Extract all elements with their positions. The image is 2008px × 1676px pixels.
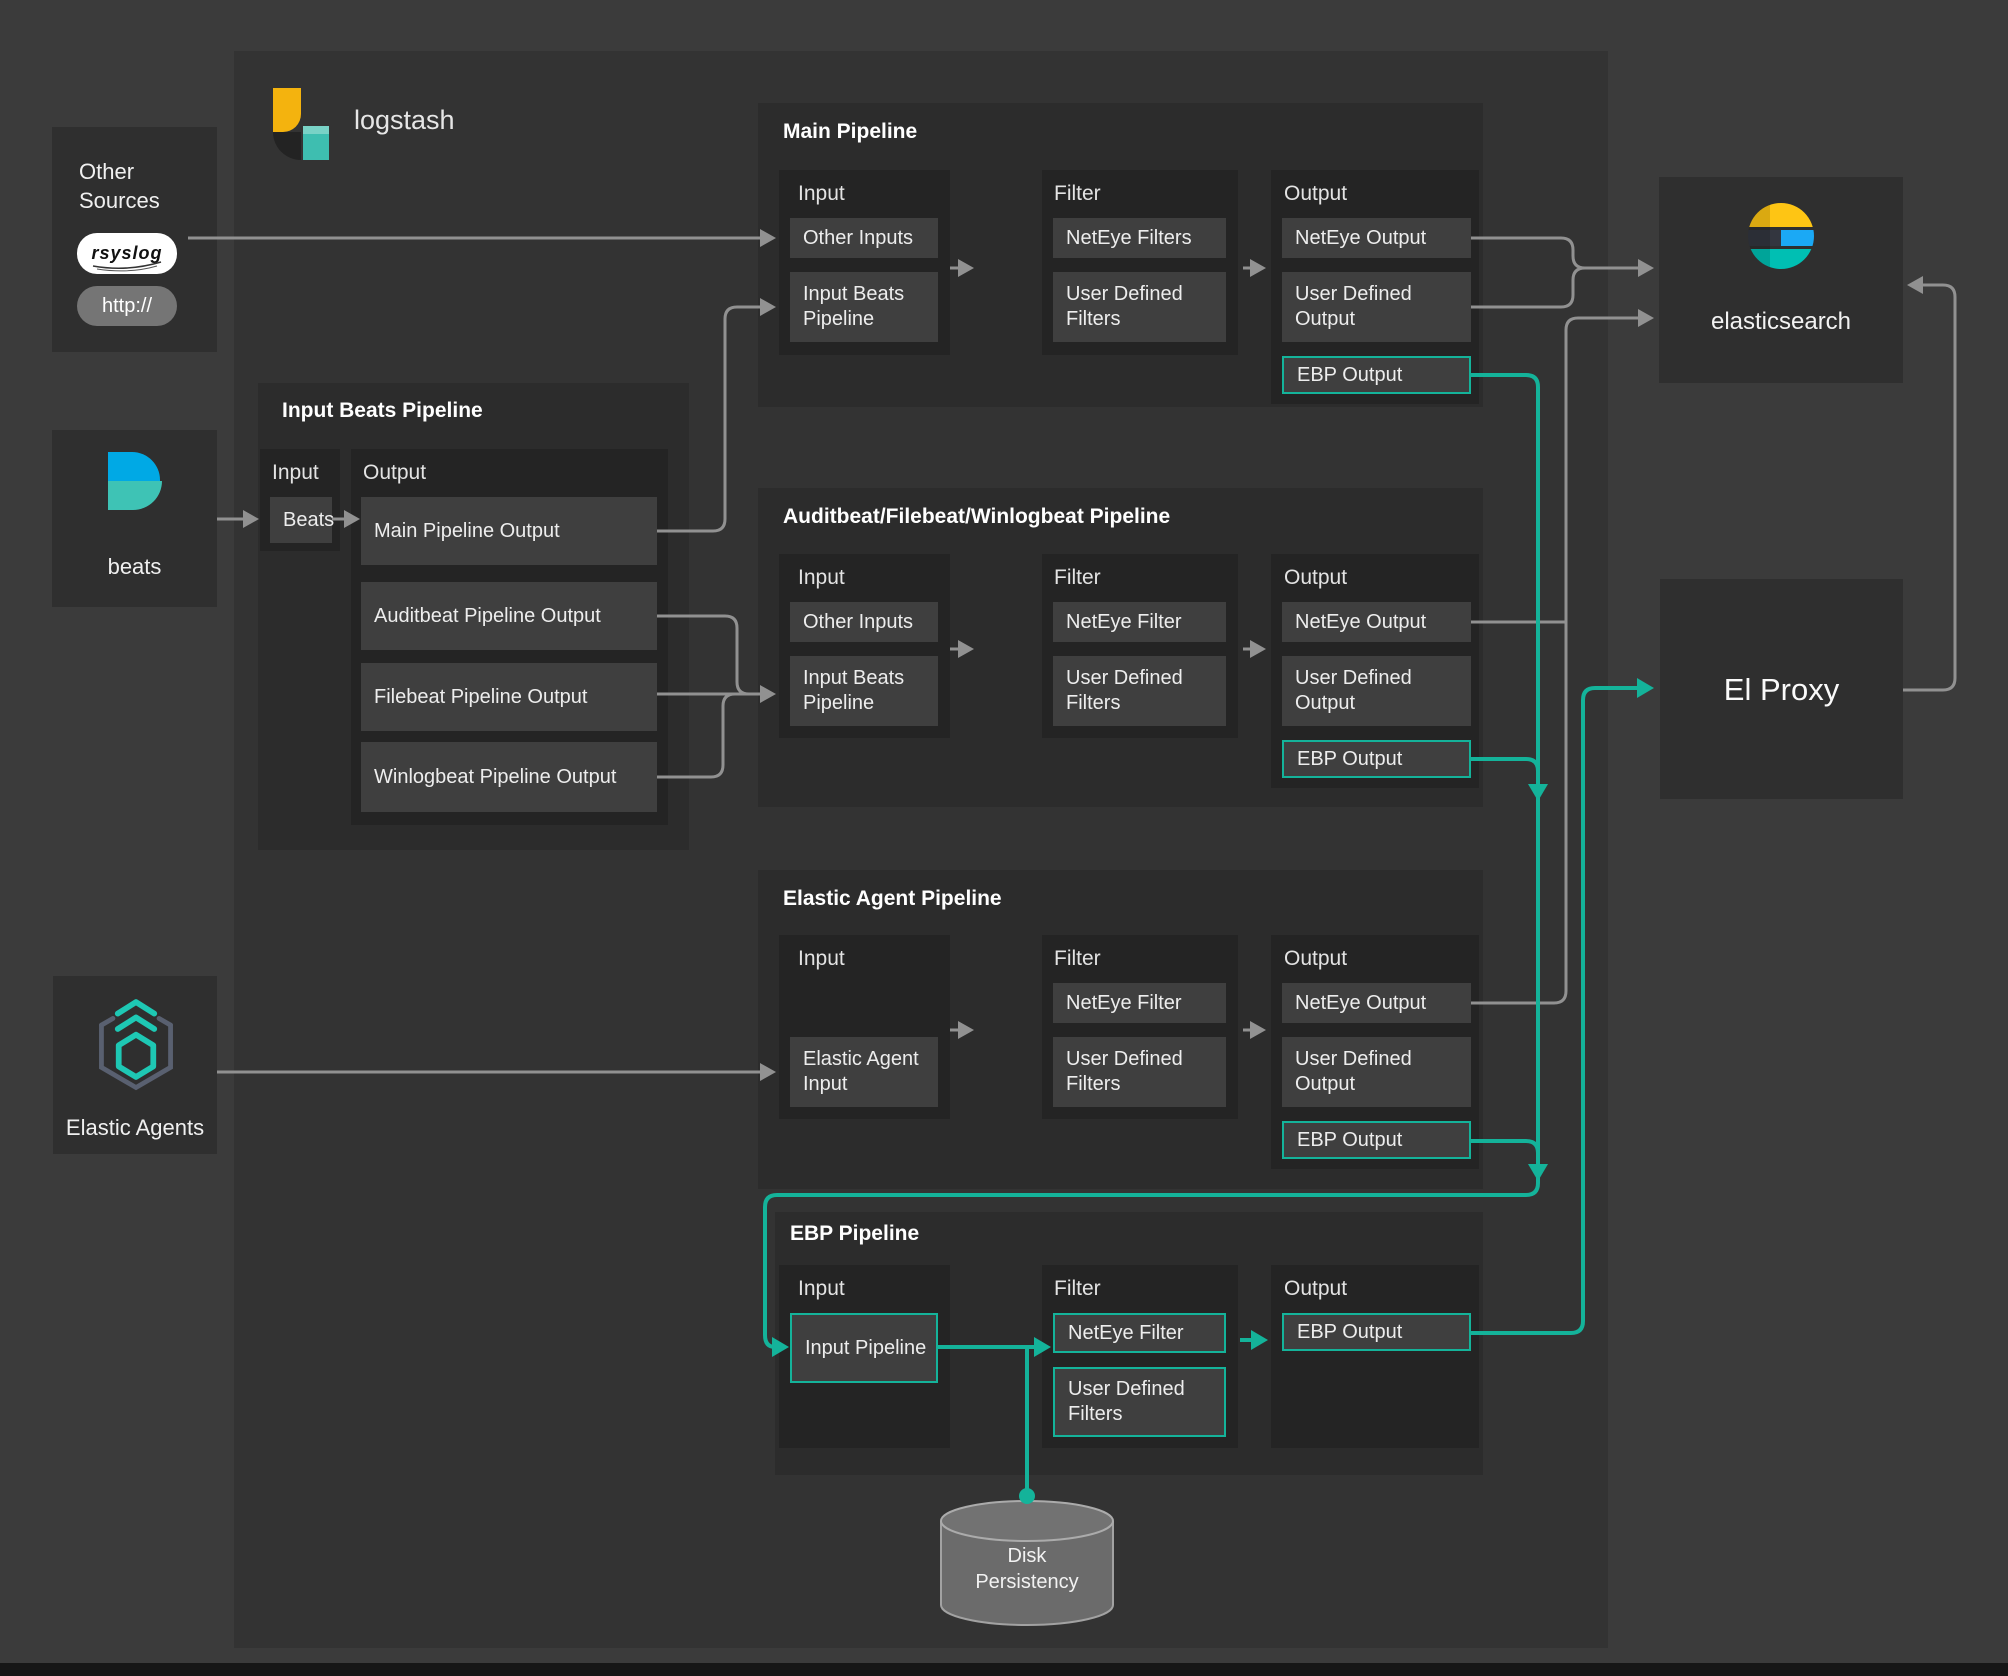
bottom-strip	[0, 1663, 2008, 1676]
ebp-input-header: Input	[798, 1277, 845, 1300]
main-pipeline-title: Main Pipeline	[783, 120, 918, 143]
other-sources-box: Other Sources rsyslog http://	[52, 127, 217, 352]
beats-label: beats	[107, 554, 162, 579]
main-item-other-inputs: Other Inputs	[790, 218, 938, 258]
main-input-header: Input	[798, 182, 845, 205]
elasticsearch-logo-icon	[1748, 203, 1814, 269]
beats-group-item-input-beats-pipeline: Input Beats Pipeline	[790, 656, 938, 726]
rsyslog-label: rsyslog	[91, 243, 163, 263]
main-item-neteye-filters: NetEye Filters	[1053, 218, 1226, 258]
beats-group-output-header: Output	[1284, 566, 1348, 589]
beats-group-filter-header: Filter	[1054, 566, 1101, 589]
beats-group-item-user-defined-output: User Defined Output	[1282, 656, 1471, 726]
main-item-input-beats-pipeline: Input Beats Pipeline	[790, 272, 938, 342]
ebp-item-neteye-filter: NetEye Filter	[1053, 1313, 1226, 1353]
other-sources-title: Other Sources	[79, 159, 160, 213]
elastic-agents-label: Elastic Agents	[65, 1115, 205, 1140]
elastic-agents-box: Elastic Agents	[53, 976, 217, 1154]
disk-label-line1: Disk	[1007, 1545, 1047, 1567]
ebp-filter-header: Filter	[1054, 1277, 1101, 1300]
elastic-agent-logo-icon	[88, 984, 184, 1096]
arrowhead	[1907, 276, 1923, 294]
beats-group-input-header: Input	[798, 566, 845, 589]
disk-persistency-cylinder	[939, 1495, 1115, 1631]
ebp-pipeline-title: EBP Pipeline	[790, 1222, 920, 1245]
elastic-agent-item-neteye-filter: NetEye Filter	[1053, 983, 1226, 1023]
wire-elproxy-to-elasticsearch	[1903, 283, 1957, 692]
input-beats-item-beats: Beats	[270, 497, 334, 543]
output-item-main-pipeline-output: Main Pipeline Output	[361, 497, 657, 565]
beats-group-pipeline-title: Auditbeat/Filebeat/Winlogbeat Pipeline	[783, 505, 1171, 528]
main-item-user-defined-output: User Defined Output	[1282, 272, 1471, 342]
beats-group-item-ebp-output: EBP Output	[1282, 740, 1471, 778]
rsyslog-logo: rsyslog	[77, 233, 177, 274]
http-label: http://	[101, 294, 153, 317]
beats-logo-icon	[104, 452, 166, 510]
output-item-winlogbeat-pipeline-output: Winlogbeat Pipeline Output	[361, 742, 657, 812]
main-item-neteye-output: NetEye Output	[1282, 218, 1471, 258]
main-output-header: Output	[1284, 182, 1348, 205]
input-beats-pipeline-title: Input Beats Pipeline	[282, 399, 483, 422]
beats-box: beats	[52, 430, 217, 607]
output-item-filebeat-pipeline-output: Filebeat Pipeline Output	[361, 663, 657, 731]
elastic-agent-item-input: Elastic Agent Input	[790, 1037, 938, 1107]
beats-group-item-neteye-output: NetEye Output	[1282, 602, 1471, 642]
disk-persistency-label: Disk Persistency	[939, 1543, 1115, 1595]
elastic-agent-item-neteye-output: NetEye Output	[1282, 983, 1471, 1023]
rsyslog-swoosh-icon	[92, 261, 162, 272]
elasticsearch-label: elasticsearch	[1710, 308, 1852, 335]
el-proxy-box: El Proxy	[1660, 579, 1903, 799]
main-item-user-defined-filters: User Defined Filters	[1053, 272, 1226, 342]
beats-group-item-other-inputs: Other Inputs	[790, 602, 938, 642]
disk-label-line2: Persistency	[975, 1571, 1079, 1593]
input-beats-input-header: Input	[272, 461, 319, 484]
beats-group-item-user-defined-filters: User Defined Filters	[1053, 656, 1226, 726]
ebp-item-input-pipeline: Input Pipeline	[790, 1313, 938, 1383]
elastic-agent-filter-header: Filter	[1054, 947, 1101, 970]
elasticsearch-box: elasticsearch	[1659, 177, 1903, 383]
ebp-item-ebp-output: EBP Output	[1282, 1313, 1471, 1351]
output-item-auditbeat-pipeline-output: Auditbeat Pipeline Output	[361, 582, 657, 650]
arrowhead-teal	[1637, 678, 1654, 698]
el-proxy-label: El Proxy	[1723, 672, 1840, 707]
elastic-agent-item-user-defined-filters: User Defined Filters	[1053, 1037, 1226, 1107]
logstash-logo-icon	[273, 88, 329, 160]
logstash-label: logstash	[354, 105, 455, 135]
elastic-agent-output-header: Output	[1284, 947, 1348, 970]
main-item-ebp-output: EBP Output	[1282, 356, 1471, 394]
arrowhead	[1638, 309, 1654, 327]
main-filter-header: Filter	[1054, 182, 1101, 205]
input-beats-output-header: Output	[363, 461, 427, 484]
http-badge: http://	[77, 286, 177, 326]
elastic-agent-pipeline-title: Elastic Agent Pipeline	[783, 887, 1002, 910]
ebp-output-header: Output	[1284, 1277, 1348, 1300]
elastic-agent-item-ebp-output: EBP Output	[1282, 1121, 1471, 1159]
beats-group-item-neteye-filter: NetEye Filter	[1053, 602, 1226, 642]
ebp-item-user-defined-filters: User Defined Filters	[1053, 1367, 1226, 1437]
elastic-agent-input-header: Input	[798, 947, 845, 970]
arrowhead	[1638, 259, 1654, 277]
elastic-agent-item-user-defined-output: User Defined Output	[1282, 1037, 1471, 1107]
